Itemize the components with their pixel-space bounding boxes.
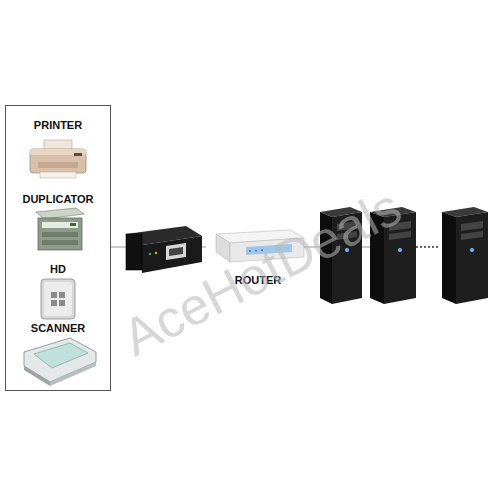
print-server-icon xyxy=(126,226,202,273)
duplicator-icon xyxy=(36,208,84,250)
pc-tower xyxy=(442,207,488,304)
device-label: SCANNER xyxy=(6,322,110,334)
hard-disk-icon xyxy=(41,279,75,319)
device-label: DUPLICATOR xyxy=(6,193,110,205)
device-label: HD xyxy=(6,263,110,275)
scanner-icon xyxy=(24,338,96,386)
device-panel: PRINTER DUPLICATOR HD SCANNER xyxy=(5,105,111,391)
dotted-wire xyxy=(416,246,440,248)
device-label: PRINTER xyxy=(6,119,110,131)
watermark: AceHotDeals xyxy=(113,176,411,367)
printer-icon xyxy=(30,140,86,178)
